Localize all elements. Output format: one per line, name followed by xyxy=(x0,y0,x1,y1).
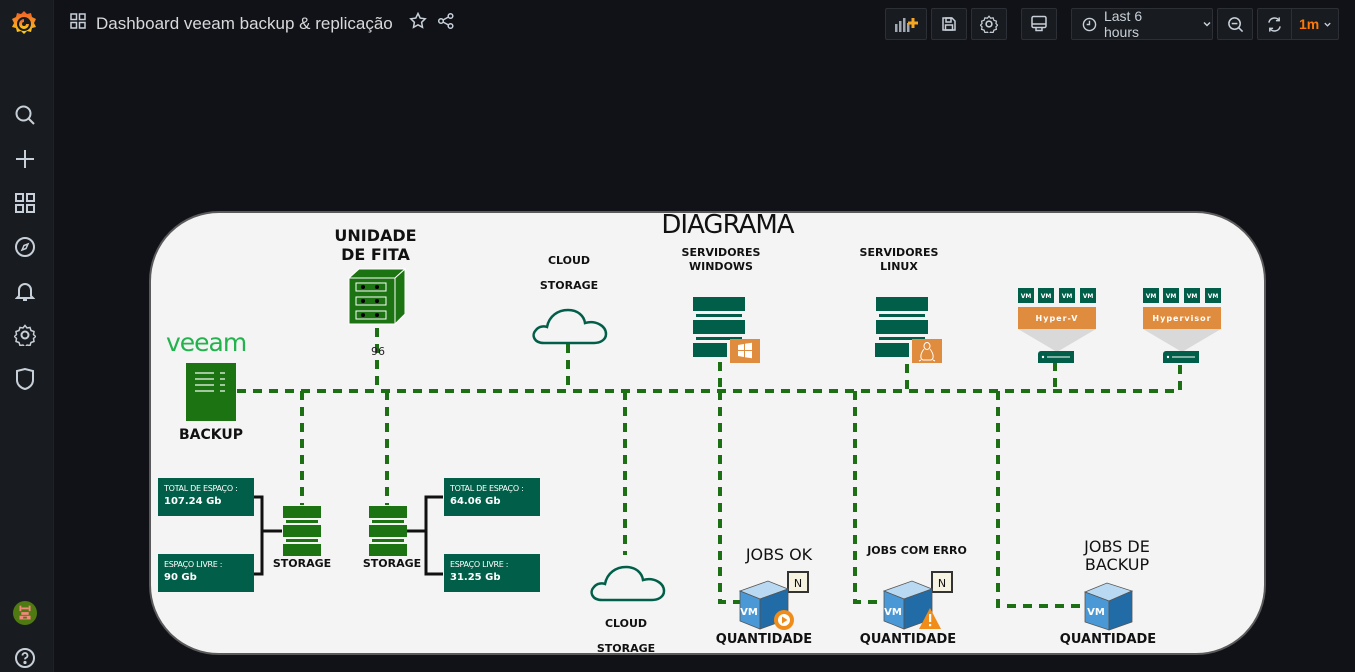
vm-tag: VM xyxy=(1083,293,1094,300)
sidebar xyxy=(0,0,54,672)
jobs-backup-vm-icon: VM xyxy=(1084,582,1134,631)
time-range-label: Last 6 hours xyxy=(1103,8,1143,40)
tape-unit-value: 96 xyxy=(371,345,385,358)
plus-icon[interactable] xyxy=(13,147,37,171)
refresh-interval-label: 1m xyxy=(1299,16,1320,32)
grid-icon[interactable] xyxy=(13,191,37,215)
storage-right-total-box: TOTAL DE ESPAÇO : 64.06 Gb xyxy=(444,478,540,516)
badge-n xyxy=(931,571,953,593)
windows-server-icon xyxy=(693,297,760,363)
tape-drive-icon xyxy=(347,268,407,326)
zoom-out-icon xyxy=(1227,16,1243,32)
cloud-bottom-label: CLOUD STORAGE xyxy=(596,617,656,655)
tape-unit-label: UNIDADE DE FITA xyxy=(334,226,417,264)
jobs-backup-link-line xyxy=(996,391,1085,608)
jobs-error-quantity-label: QUANTIDADE xyxy=(859,632,957,647)
vm-tag: VM xyxy=(1208,293,1219,300)
refresh-button[interactable] xyxy=(1258,9,1292,39)
svg-text:N: N xyxy=(794,577,802,590)
storage-left-icon xyxy=(283,506,321,556)
vm-tag: VM xyxy=(1166,293,1177,300)
refresh-group: 1m xyxy=(1257,8,1339,40)
add-panel-button[interactable] xyxy=(885,8,927,40)
svg-text:VM: VM xyxy=(1087,607,1105,618)
svg-text:N: N xyxy=(938,577,946,590)
storage-left-bracket xyxy=(254,495,264,576)
storage-right-free-value: 31.25 Gb xyxy=(450,572,501,583)
diagram-title: DIAGRAMA xyxy=(661,210,794,240)
jobs-error-title: JOBS COM ERRO xyxy=(867,544,967,557)
storage-right-label: STORAGE xyxy=(362,557,422,570)
hyperv-icon: VM VM VM VM Hyper-V xyxy=(1018,288,1096,363)
search-icon[interactable] xyxy=(13,103,37,127)
chevron-down-icon xyxy=(1324,22,1331,27)
vm-tag: VM xyxy=(1021,293,1032,300)
storage-right-total-value: 64.06 Gb xyxy=(450,496,501,507)
refresh-icon xyxy=(1268,16,1281,32)
help-icon[interactable] xyxy=(13,646,37,670)
windows-servers-label: SERVIDORES WINDOWS xyxy=(681,246,761,273)
zoom-out-button[interactable] xyxy=(1217,8,1253,40)
chevron-down-icon xyxy=(1203,21,1211,27)
storage-left-label: STORAGE xyxy=(272,557,332,570)
jobs-error-link-line xyxy=(853,391,882,604)
storage-left-total-label: TOTAL DE ESPAÇO : xyxy=(164,484,238,493)
grafana-logo-icon[interactable] xyxy=(8,8,40,40)
dashboard-grid-icon xyxy=(70,13,86,34)
cloud-bottom-icon xyxy=(590,565,666,602)
refresh-interval-picker[interactable]: 1m xyxy=(1292,16,1332,32)
star-icon[interactable] xyxy=(408,11,427,35)
storage-right-free-label: ESPAÇO LIVRE : xyxy=(450,560,509,569)
storage-right-icon xyxy=(369,506,407,556)
storage-left-free-label: ESPAÇO LIVRE : xyxy=(164,560,223,569)
shield-icon[interactable] xyxy=(13,367,37,391)
save-dashboard-button[interactable] xyxy=(931,8,967,40)
clock-icon xyxy=(1082,17,1097,31)
jobs-ok-link-line xyxy=(718,391,740,604)
jobs-backup-quantity-label: QUANTIDADE xyxy=(1059,632,1157,647)
backup-label: BACKUP xyxy=(178,427,243,443)
diagram-panel xyxy=(149,211,1266,655)
storage-left-free-value: 90 Gb xyxy=(164,572,197,583)
hypervisor-label: Hypervisor xyxy=(1152,314,1211,323)
vm-tag: VM xyxy=(1062,293,1073,300)
vm-tag: VM xyxy=(1187,293,1198,300)
jobs-ok-vm-icon: N VM xyxy=(738,571,809,630)
jobs-backup-title: JOBS DE BACKUP xyxy=(1084,537,1150,574)
storage-left-total-box: TOTAL DE ESPAÇO : 107.24 Gb xyxy=(158,478,254,516)
svg-text:VM: VM xyxy=(740,607,758,618)
linux-servers-label: SERVIDORES LINUX xyxy=(859,246,939,273)
storage-left-free-box: ESPAÇO LIVRE : 90 Gb xyxy=(158,554,254,592)
cloud-top-icon xyxy=(532,308,608,345)
top-navbar: Dashboard veeam backup & replicação Last… xyxy=(55,0,1355,50)
compass-icon[interactable] xyxy=(13,235,37,259)
jobs-ok-quantity-label: QUANTIDADE xyxy=(715,632,813,647)
jobs-ok-title: JOBS OK xyxy=(745,545,813,564)
avatar[interactable] xyxy=(13,601,37,625)
gear-icon[interactable] xyxy=(13,323,37,347)
linux-server-icon xyxy=(875,297,942,363)
veeam-logo: veeam xyxy=(166,328,247,357)
storage-right-total-label: TOTAL DE ESPAÇO : xyxy=(450,484,524,493)
vm-tag: VM xyxy=(1041,293,1052,300)
cloud-top-label: CLOUD STORAGE xyxy=(539,254,599,292)
storage-right-free-box: ESPAÇO LIVRE : 31.25 Gb xyxy=(444,554,540,592)
svg-text:VM: VM xyxy=(884,607,902,618)
storage-left-total-value: 107.24 Gb xyxy=(164,496,222,507)
hyperv-label: Hyper-V xyxy=(1036,314,1079,323)
hypervisor-icon: VM VM VM VM Hypervisor xyxy=(1143,288,1221,363)
main-bus-line xyxy=(237,362,1182,393)
badge-n xyxy=(787,571,809,593)
backup-server-icon xyxy=(186,363,236,421)
dashboard-title[interactable]: Dashboard veeam backup & replicação xyxy=(96,13,393,33)
jobs-error-vm-icon: N VM xyxy=(882,571,953,630)
time-range-picker[interactable]: Last 6 hours xyxy=(1071,8,1213,40)
vm-tag: VM xyxy=(1146,293,1157,300)
tv-mode-button[interactable] xyxy=(1021,8,1057,40)
bell-icon[interactable] xyxy=(13,279,37,303)
dashboard-settings-button[interactable] xyxy=(971,8,1007,40)
share-icon[interactable] xyxy=(437,12,455,35)
storage-right-bracket xyxy=(424,495,443,576)
